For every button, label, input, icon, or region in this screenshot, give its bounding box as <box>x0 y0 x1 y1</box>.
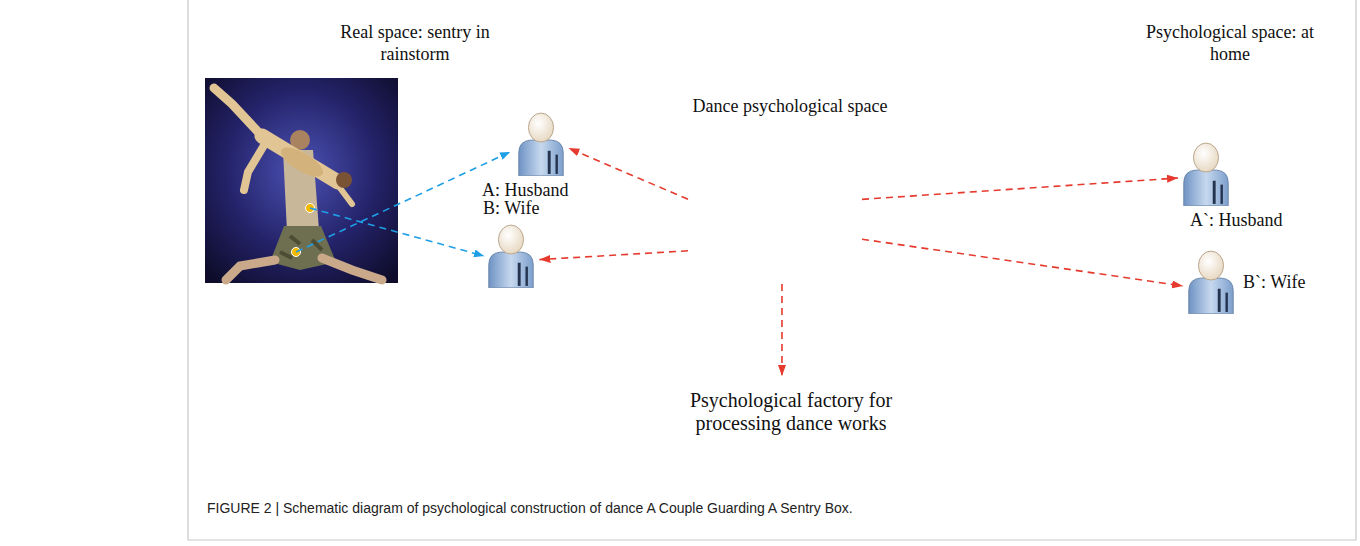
blue-leader-line <box>310 208 484 256</box>
person-label: B: Wife <box>483 198 539 220</box>
person-node: A: Husband <box>482 112 569 202</box>
real-space-panel: Real space: sentry in rainstormA: Husban… <box>200 70 662 292</box>
red-dashed-arrow <box>781 284 783 376</box>
space-heading: Dance psychological space <box>680 96 900 118</box>
panel-outline <box>200 70 662 292</box>
person-icon <box>1178 142 1234 206</box>
red-dashed-arrow <box>539 251 688 260</box>
person-icon <box>483 224 539 288</box>
person-icon <box>513 112 569 176</box>
cube-outline <box>688 118 862 284</box>
red-dashed-arrow <box>862 239 1183 286</box>
factory-oval: Psychological factory for processing dan… <box>634 376 948 448</box>
red-dashed-arrow <box>862 178 1178 199</box>
space-heading: Real space: sentry in rainstorm <box>320 22 510 65</box>
person-node: B: Wife <box>483 198 539 288</box>
figure-caption: FIGURE 2 | Schematic diagram of psycholo… <box>207 500 853 516</box>
person-label: B`: Wife <box>1243 272 1305 294</box>
dance-photo <box>205 78 398 283</box>
person-icon <box>1183 250 1239 314</box>
home-space-ellipse: Psychological space: at homeA`: HusbandB… <box>1124 134 1326 342</box>
blue-leader-line <box>296 152 510 252</box>
person-node: A`: Husband <box>1178 142 1283 232</box>
dance-space-cube: Dance psychological space <box>688 118 862 284</box>
space-heading: Psychological space: at home <box>1135 22 1325 65</box>
oval-label: Psychological factory for processing dan… <box>666 389 916 435</box>
figure-frame <box>188 0 1356 540</box>
person-node: B`: Wife <box>1183 250 1305 314</box>
person-label: A`: Husband <box>1190 210 1283 232</box>
red-dashed-arrow <box>569 148 689 199</box>
